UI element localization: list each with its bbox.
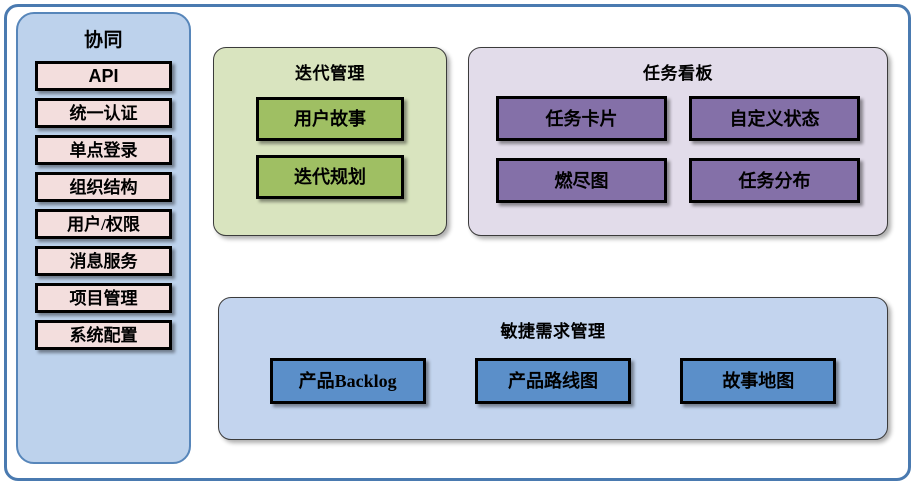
card-label: 产品路线图	[507, 371, 598, 391]
sidebar-item-org-structure[interactable]: 组织结构	[35, 172, 172, 202]
card-story-map[interactable]: 故事地图	[680, 358, 837, 404]
card-task-card[interactable]: 任务卡片	[496, 96, 667, 141]
sidebar-item-message-service[interactable]: 消息服务	[35, 246, 172, 276]
panel-title-taskboard: 任务看板	[643, 64, 713, 83]
sidebar-item-label: 统一认证	[69, 103, 138, 123]
card-burndown-chart[interactable]: 燃尽图	[496, 158, 667, 203]
card-product-roadmap[interactable]: 产品路线图	[474, 358, 631, 404]
sidebar-item-label: 消息服务	[69, 251, 138, 271]
card-iteration-planning[interactable]: 迭代规划	[256, 155, 404, 199]
taskboard-card-grid: 任务卡片 自定义状态 燃尽图 任务分布	[469, 96, 887, 203]
sidebar-panel-collaboration: 协同 API 统一认证 单点登录 组织结构 用户/权限 消息服务 项目管理 系统…	[16, 12, 191, 464]
agile-card-row: 产品Backlog 产品路线图 故事地图	[219, 358, 887, 404]
card-label: 迭代规划	[294, 167, 366, 187]
sidebar-item-project-management[interactable]: 项目管理	[35, 283, 172, 313]
card-label: 任务卡片	[545, 108, 618, 129]
sidebar-title: 协同	[83, 30, 123, 51]
panel-title-agile: 敏捷需求管理	[500, 322, 606, 341]
card-product-backlog[interactable]: 产品Backlog	[269, 358, 426, 404]
card-label: 用户故事	[294, 109, 366, 129]
sidebar-item-user-permissions[interactable]: 用户/权限	[35, 209, 172, 239]
panel-task-board: 任务看板 任务卡片 自定义状态 燃尽图 任务分布	[468, 47, 888, 236]
sidebar-item-label: 单点登录	[69, 140, 138, 160]
panel-agile-requirements: 敏捷需求管理 产品Backlog 产品路线图 故事地图	[218, 297, 888, 440]
sidebar-item-single-sign-on[interactable]: 单点登录	[35, 135, 172, 165]
panel-iteration-management: 迭代管理 用户故事 迭代规划	[213, 47, 447, 236]
card-label: 燃尽图	[554, 170, 609, 191]
card-label: 任务分布	[738, 170, 811, 191]
sidebar-item-unified-auth[interactable]: 统一认证	[35, 98, 172, 128]
panel-title-iteration: 迭代管理	[295, 64, 365, 83]
card-user-story[interactable]: 用户故事	[256, 97, 404, 141]
card-label: 故事地图	[722, 371, 795, 391]
sidebar-item-list: API 统一认证 单点登录 组织结构 用户/权限 消息服务 项目管理 系统配置	[18, 61, 189, 350]
sidebar-item-label: 组织结构	[69, 177, 138, 197]
sidebar-item-label: 用户/权限	[67, 214, 140, 234]
sidebar-item-label: API	[88, 66, 119, 86]
sidebar-item-label: 系统配置	[69, 325, 138, 345]
card-label: 产品Backlog	[298, 371, 397, 391]
sidebar-item-api[interactable]: API	[35, 61, 172, 91]
card-custom-status[interactable]: 自定义状态	[689, 96, 860, 141]
card-label: 自定义状态	[729, 108, 820, 129]
card-task-distribution[interactable]: 任务分布	[689, 158, 860, 203]
sidebar-item-system-config[interactable]: 系统配置	[35, 320, 172, 350]
sidebar-item-label: 项目管理	[69, 288, 138, 308]
